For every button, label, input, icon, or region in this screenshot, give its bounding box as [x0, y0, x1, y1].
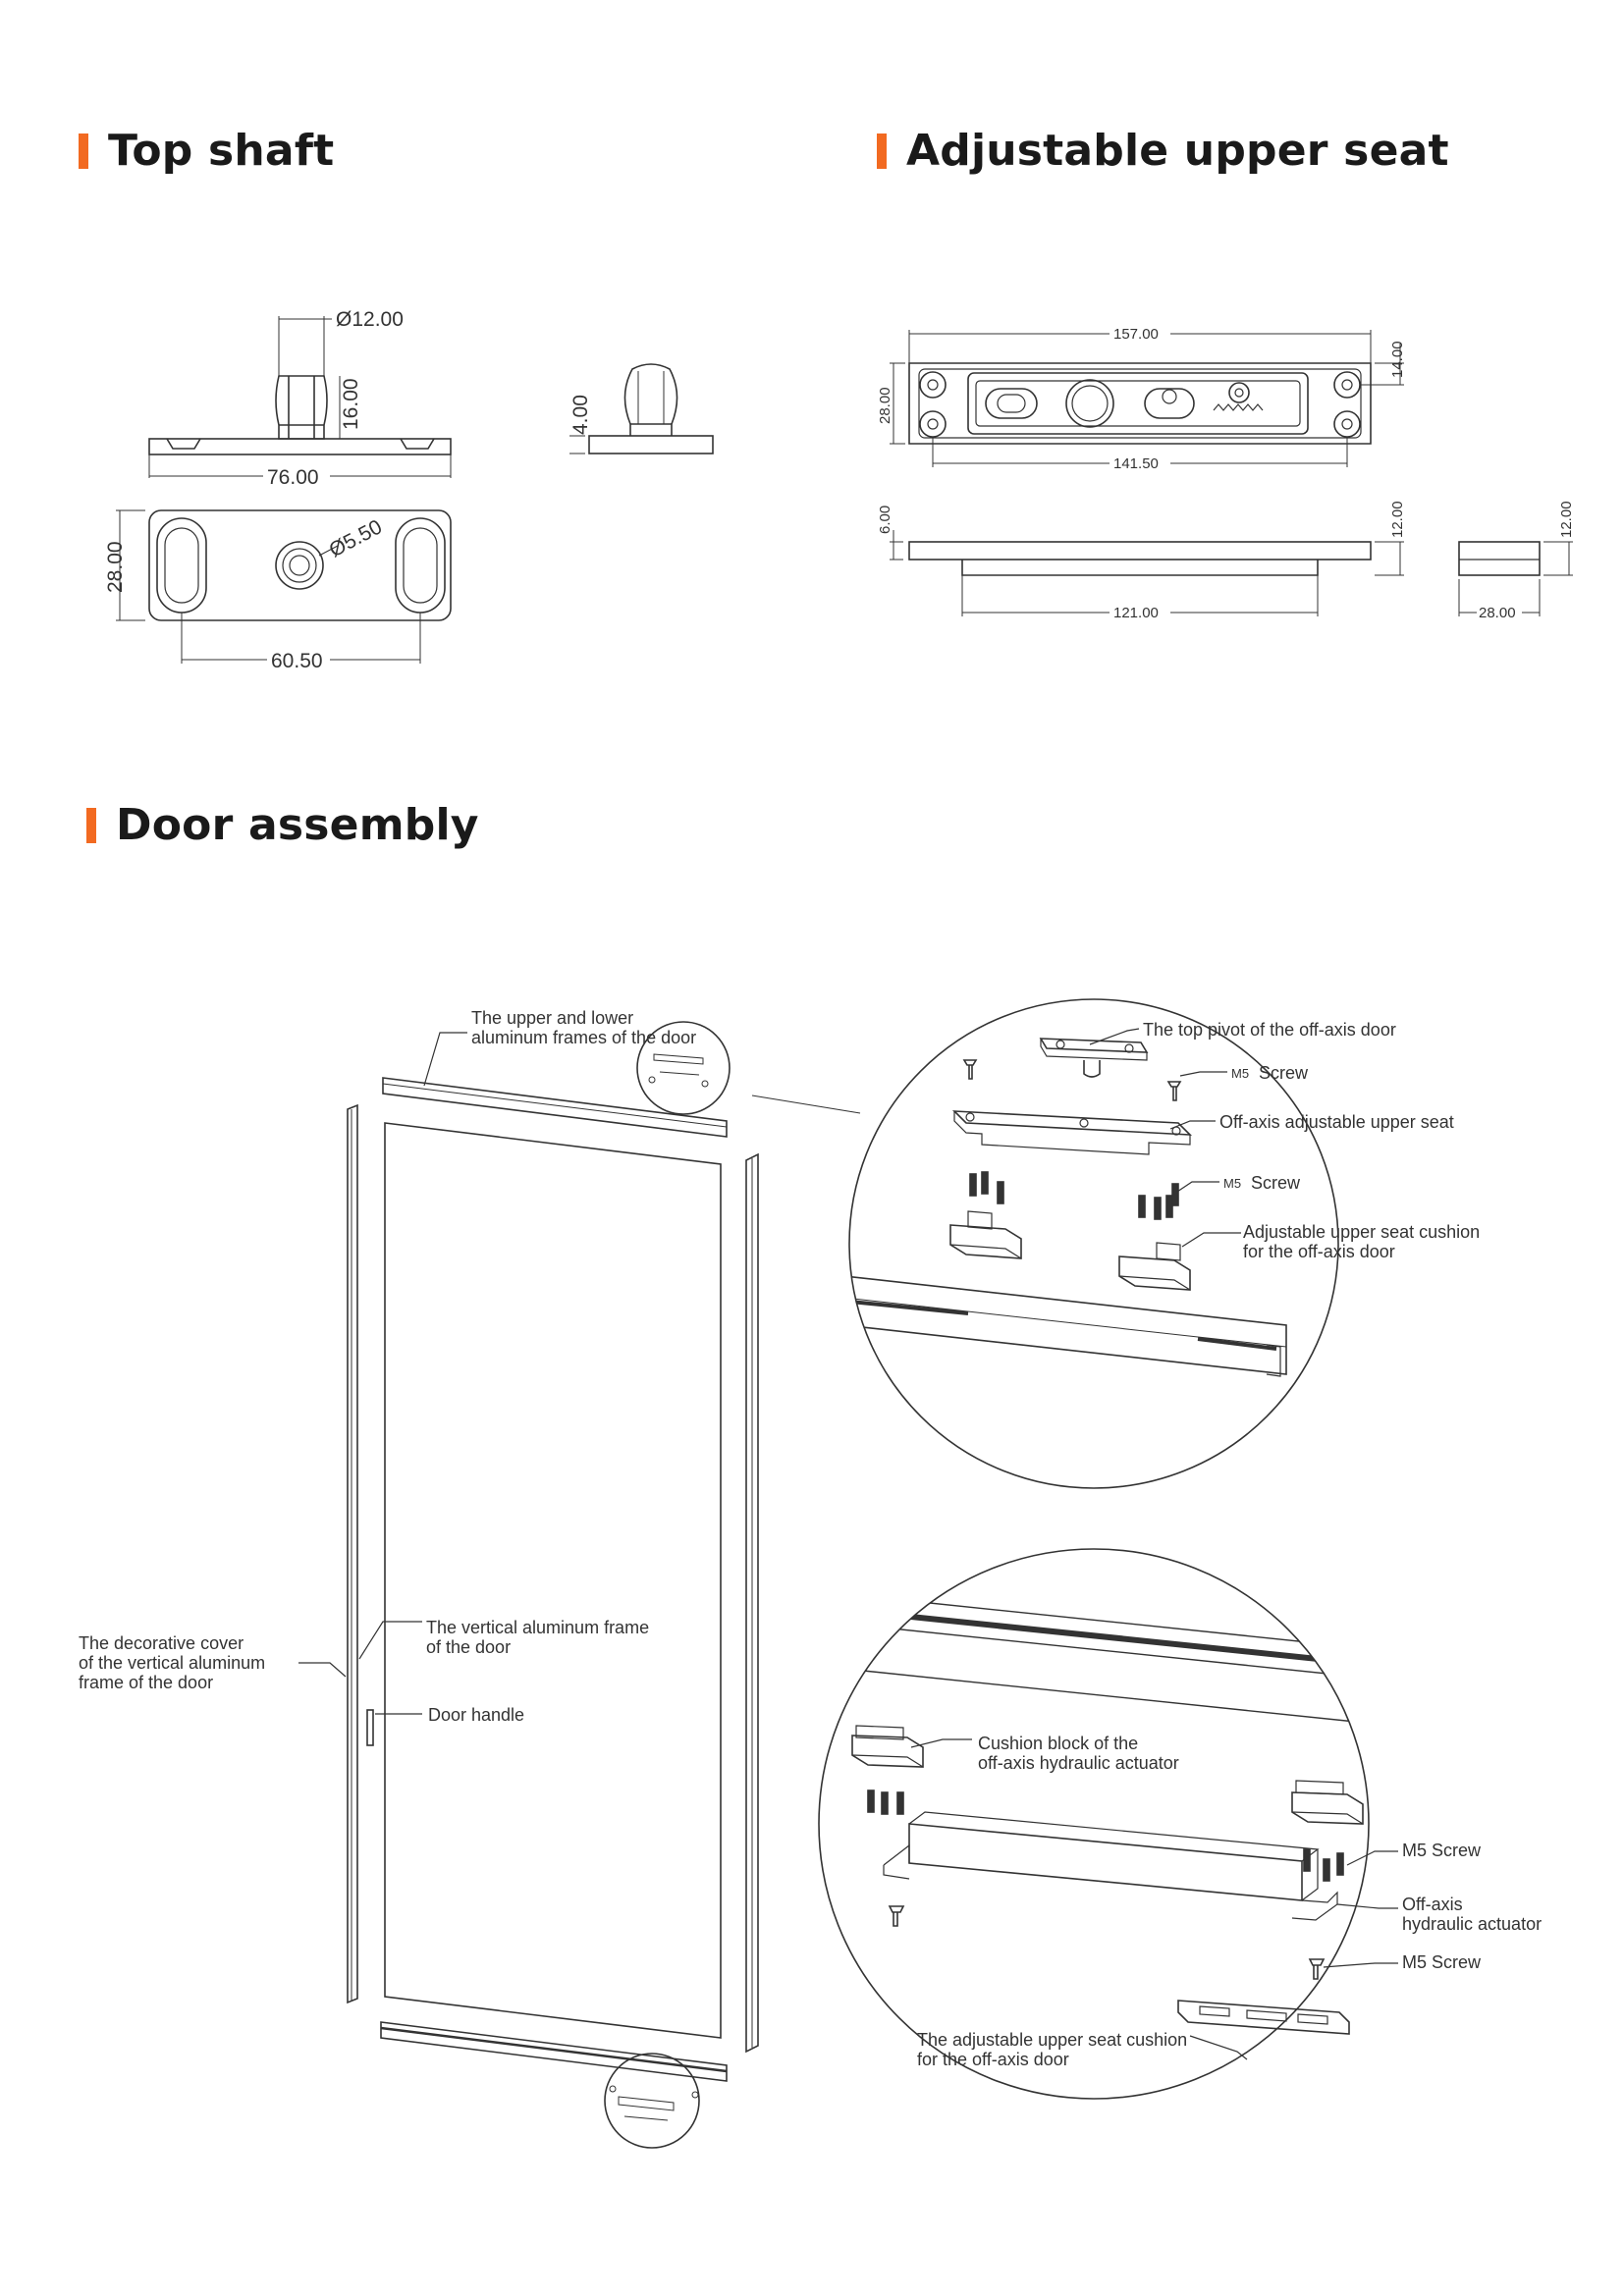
title-text: Adjustable upper seat	[906, 126, 1449, 176]
label-m5-screw-a-prefix: M5	[1231, 1066, 1249, 1081]
hydraulic-actuator	[908, 1823, 1303, 1901]
upper-seat-side-view	[1458, 541, 1573, 616]
dim-tab: 14.00	[1389, 341, 1406, 378]
adjustable-seat	[951, 1110, 1193, 1136]
cushion-block-right	[1291, 1791, 1364, 1825]
label-actuator-line1: Off-axis	[1402, 1895, 1463, 1914]
label-actuator-line2: hydraulic actuator	[1402, 1914, 1542, 1934]
label-door-handle: Door handle	[428, 1705, 524, 1725]
label-frames-line1: The upper and lower	[471, 1008, 633, 1028]
door-handle	[366, 1709, 374, 1746]
dim-hole-diameter: Ø5.50	[326, 515, 386, 561]
top-shaft-front-view	[148, 316, 452, 478]
seat-inner-frame	[967, 372, 1309, 435]
upper-seat-plan-view	[890, 330, 1404, 467]
dim-total-height: 12.00	[1389, 501, 1406, 538]
title-accent-bar	[86, 807, 96, 843]
dim-diameter-top: Ø12.00	[336, 308, 404, 331]
gear-icon	[1228, 382, 1250, 403]
label-m5-screw-b: Screw	[1251, 1173, 1301, 1193]
label-vertical-line2: of the door	[426, 1637, 511, 1657]
seat-cushion-plate	[1177, 2000, 1350, 2035]
title-accent-bar	[79, 133, 88, 169]
label-m5-screw-b-prefix: M5	[1223, 1176, 1241, 1191]
top-shaft-plan-view	[116, 509, 452, 664]
title-accent-bar	[877, 133, 887, 169]
detail-top-pivot	[848, 998, 1339, 1489]
label-top-pivot: The top pivot of the off-axis door	[1143, 1020, 1396, 1040]
label-seat-cushion-line2: for the off-axis door	[917, 2050, 1069, 2069]
left-cover-strip	[347, 1103, 358, 2004]
detail-circle	[818, 1548, 1370, 2100]
door-assembly-view	[298, 1021, 861, 2149]
pivot-pin	[1083, 1060, 1101, 1078]
shaft-body	[275, 375, 328, 440]
label-seat-cushion-line1: The adjustable upper seat cushion	[917, 2030, 1187, 2050]
label-frames-line2: aluminum frames of the door	[471, 1028, 696, 1047]
seat-base	[961, 560, 1319, 576]
countersink-right	[400, 438, 435, 450]
slot-right	[1144, 388, 1195, 419]
label-cover-line2: of the vertical aluminum	[79, 1653, 265, 1673]
plan-plate	[148, 509, 452, 621]
label-vertical-line1: The vertical aluminum frame	[426, 1618, 649, 1637]
top-shaft-side-view	[569, 363, 714, 454]
dim-slot-spacing: 60.50	[271, 650, 323, 672]
detail-bottom-actuator	[818, 1548, 1398, 2100]
label-m5-screw-c: M5 Screw	[1402, 1841, 1482, 1860]
center-hole	[1065, 379, 1114, 428]
title-text: Top shaft	[108, 126, 335, 176]
label-upper-seat: Off-axis adjustable upper seat	[1219, 1112, 1454, 1132]
title-door-assembly: Door assembly	[86, 800, 479, 850]
dim-thickness: 6.00	[877, 506, 893, 534]
top-frame-rail	[382, 1077, 728, 1138]
side-base	[588, 435, 714, 454]
m5-screw-icon	[962, 1059, 978, 1080]
side-knob	[623, 363, 678, 425]
side-block	[1458, 541, 1541, 576]
dim-length: 157.00	[1113, 326, 1159, 343]
seat-top-bar	[908, 541, 1372, 561]
dim-base-length: 121.00	[1113, 605, 1159, 621]
countersink-left	[166, 438, 201, 450]
rail-section	[849, 1275, 1287, 1375]
label-cushion-line2: for the off-axis door	[1243, 1242, 1395, 1261]
cushion-block-left	[851, 1735, 924, 1768]
label-cover-line1: The decorative cover	[79, 1633, 244, 1653]
dim-plan-height: 28.00	[104, 541, 127, 593]
detail-circle	[848, 998, 1339, 1489]
m5-screw-icon	[1308, 1958, 1326, 1980]
right-vertical-frame	[745, 1152, 759, 2054]
bottom-frame-rail	[380, 2021, 728, 2082]
label-cover-line3: frame of the door	[79, 1673, 213, 1692]
m5-screw-icon	[888, 1905, 905, 1927]
detail-circle-bottom	[604, 2053, 700, 2149]
title-adjustable-upper-seat: Adjustable upper seat	[877, 126, 1449, 176]
label-m5-screw-a: Screw	[1259, 1063, 1309, 1083]
m5-screw-icon	[1166, 1081, 1182, 1101]
slot-left	[985, 388, 1038, 419]
door-panel	[384, 1122, 722, 2039]
upper-seat-front-view	[890, 530, 1404, 616]
dim-side-height: 4.00	[569, 395, 592, 435]
dim-hole-spacing: 141.50	[1113, 455, 1159, 472]
seat-cushion-left	[949, 1224, 1022, 1259]
title-top-shaft: Top shaft	[79, 126, 334, 176]
dim-width: 76.00	[267, 466, 319, 489]
detail-circle-top	[636, 1021, 731, 1115]
dim-seat-height: 28.00	[877, 387, 893, 424]
label-cushion-line1: Adjustable upper seat cushion	[1243, 1222, 1480, 1242]
dim-side-height: 12.00	[1558, 501, 1575, 538]
label-cushion-block-line1: Cushion block of the	[978, 1734, 1138, 1753]
seat-outline	[908, 362, 1372, 445]
title-text: Door assembly	[116, 800, 479, 850]
side-collar	[629, 423, 673, 436]
dim-shaft-height: 16.00	[340, 378, 362, 430]
hole-outer	[275, 541, 324, 590]
dim-side-width: 28.00	[1479, 605, 1516, 621]
seat-cushion-right	[1118, 1255, 1191, 1291]
label-m5-screw-d: M5 Screw	[1402, 1952, 1482, 1972]
label-cushion-block-line2: off-axis hydraulic actuator	[978, 1753, 1179, 1773]
